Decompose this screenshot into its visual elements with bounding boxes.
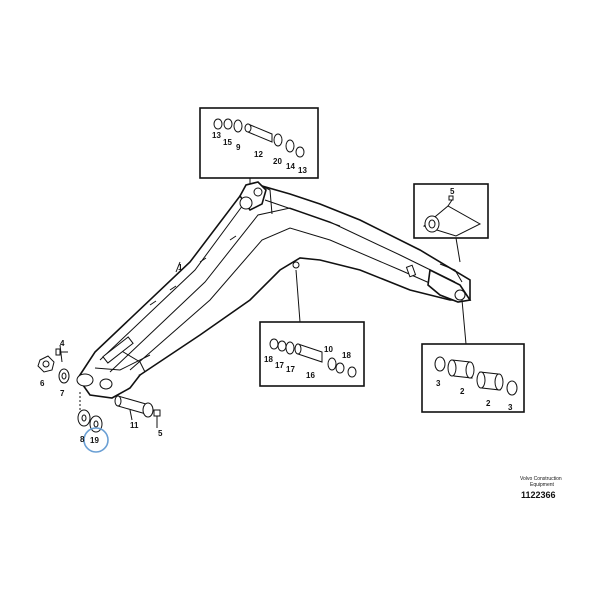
label-17b: 17	[286, 365, 295, 374]
label-1: 1	[178, 263, 183, 272]
brand-line-2: Equipment	[530, 482, 555, 488]
label-br-2a: 2	[460, 387, 465, 396]
label-10: 10	[324, 345, 333, 354]
label-5: 5	[158, 429, 163, 438]
label-12: 12	[254, 150, 263, 159]
callout-box-bottom-right: 3 2 2 3	[421, 343, 525, 413]
label-7: 7	[60, 389, 65, 398]
drawing-number: 1122366	[521, 490, 556, 500]
label-18b: 18	[342, 351, 351, 360]
callout-box-top: 13 15 9 12 20 14 13	[199, 107, 319, 179]
callout-box-middle: 18 17 17 16 10 18	[259, 321, 365, 387]
label-13a: 13	[212, 131, 221, 140]
main-labels: 1 4 6 7 8 19 11 5	[40, 263, 183, 445]
label-11: 11	[130, 421, 139, 430]
label-4: 4	[60, 339, 65, 348]
label-14: 14	[286, 162, 295, 171]
leader-lines	[59, 178, 467, 410]
highlight-circle-19	[83, 427, 109, 453]
label-19: 19	[90, 436, 99, 445]
label-9: 9	[236, 143, 241, 152]
label-8: 8	[80, 435, 85, 444]
label-br-3a: 3	[436, 379, 441, 388]
label-6: 6	[40, 379, 45, 388]
label-br-2b: 2	[486, 399, 491, 408]
footer-brand: Volvo Construction Equipment 1122366	[520, 476, 562, 500]
label-18a: 18	[264, 355, 273, 364]
label-16: 16	[306, 371, 315, 380]
label-right-5: 5	[450, 187, 455, 196]
boom-body	[76, 181, 472, 399]
label-15: 15	[223, 138, 232, 147]
loose-parts	[37, 348, 161, 453]
label-20: 20	[273, 157, 282, 166]
label-13b: 13	[298, 166, 307, 175]
callout-box-right: 5	[413, 183, 489, 239]
label-17a: 17	[275, 361, 284, 370]
brand-line-1: Volvo Construction	[520, 476, 562, 482]
label-br-3b: 3	[508, 403, 513, 412]
